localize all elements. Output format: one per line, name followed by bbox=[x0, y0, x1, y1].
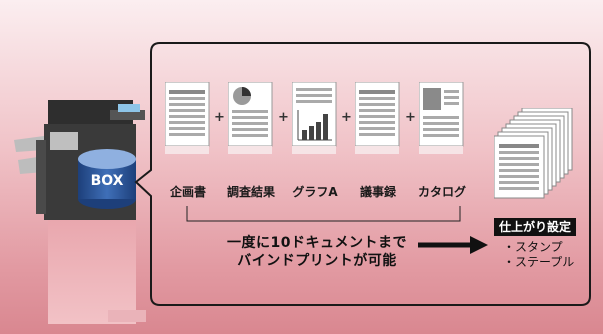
document-proposal-icon bbox=[165, 82, 210, 154]
caption-line: 一度に10ドキュメントまで bbox=[227, 235, 407, 251]
document-label: 議事録 bbox=[359, 185, 396, 199]
document-label: 企画書 bbox=[169, 185, 206, 199]
caption-line: バインドプリントが可能 bbox=[237, 253, 397, 269]
plus-sign: + bbox=[214, 110, 225, 125]
caption: 一度に10ドキュメントまで バインドプリントが可能 bbox=[212, 234, 422, 270]
finishing-settings-title: 仕上がり設定 bbox=[494, 218, 576, 236]
document-minutes-icon bbox=[355, 82, 400, 154]
bound-output-stack-icon bbox=[494, 108, 573, 199]
box-storage-icon bbox=[78, 149, 136, 209]
document-label: グラフA bbox=[292, 185, 338, 199]
document-survey-icon bbox=[228, 82, 273, 154]
finishing-option: ・ステープル bbox=[503, 255, 575, 269]
document-catalog-icon bbox=[419, 82, 464, 154]
plus-sign: + bbox=[341, 110, 352, 125]
document-label: カタログ bbox=[417, 185, 466, 199]
document-graph-icon bbox=[292, 82, 337, 154]
finishing-option: ・スタンプ bbox=[503, 240, 563, 254]
finishing-options-list: ・スタンプ ・ステープル bbox=[503, 240, 574, 270]
plus-sign: + bbox=[405, 110, 416, 125]
flow-arrowhead bbox=[470, 236, 488, 254]
box-label: BOX bbox=[90, 173, 124, 189]
document-label: 調査結果 bbox=[226, 185, 275, 199]
plus-sign: + bbox=[278, 110, 289, 125]
